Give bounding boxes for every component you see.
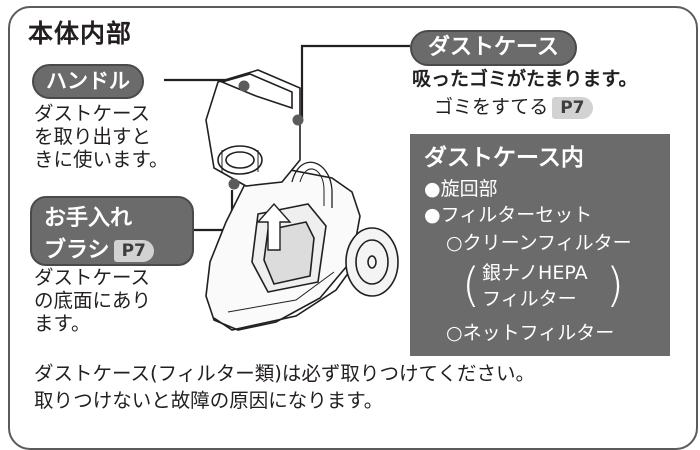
panel-sub-clean-filter: ○クリーンフィルター (446, 232, 632, 254)
brush-desc-line: ます。 (34, 312, 91, 335)
panel-sub-hepa-line2: フィルター (482, 288, 577, 310)
dust-case-label: ダストケース (410, 30, 577, 66)
brush-desc-line: ダストケース (34, 266, 151, 289)
handle-label: ハンドル (32, 64, 144, 99)
handle-desc-line: を取り出すと (34, 125, 152, 148)
handle-description: ダストケース を取り出すと きに使います。 (34, 102, 169, 171)
handle-desc-line: きに使います。 (34, 148, 169, 171)
page-title: 本体内部 (28, 19, 133, 48)
handle-desc-line: ダストケース (34, 102, 151, 125)
vacuum-illustration (164, 44, 410, 331)
dust-case-desc: 吸ったゴミがたまります。 (412, 68, 638, 90)
panel-sub-net-filter: ○ネットフィルター (446, 322, 615, 344)
panel-paren-close: ) (606, 258, 624, 312)
brush-label-line1: お手入れ (44, 206, 133, 231)
dust-case-leader-line (300, 44, 410, 118)
handle-callout-dot (238, 80, 250, 92)
wheel (345, 227, 399, 297)
brush-desc-line: の底面にあり (34, 289, 152, 312)
panel-paren-open: ( (462, 258, 480, 312)
notice-line: 取りつけないと故障の原因になります。 (34, 389, 384, 412)
dust-case-page-ref[interactable]: P7 (552, 96, 593, 119)
panel-sub-hepa-line1: 銀ナノHEPA (482, 262, 588, 284)
panel-item-filter-set: ●フィルターセット (424, 204, 593, 226)
notice: ダストケース(フィルター類)は必ず取りつけてください。 取りつけないと故障の原因… (34, 360, 535, 414)
panel-item-swirl: ●旋回部 (424, 178, 498, 200)
brush-description: ダストケース の底面にあり ます。 (34, 266, 151, 335)
lift-arrow (256, 202, 292, 251)
brush-page-ref[interactable]: P7 (113, 240, 154, 262)
dust-case-callout-dot (292, 114, 304, 126)
dust-case (205, 69, 301, 187)
brush-callout-dot (228, 178, 240, 190)
notice-line: ダストケース(フィルター類)は必ず取りつけてください。 (34, 362, 535, 385)
panel-heading: ダストケース内 (424, 145, 584, 171)
dust-case-contents-panel: ダストケース内 ●旋回部 ●フィルターセット ○クリーンフィルター ( 銀ナノH… (410, 134, 670, 356)
